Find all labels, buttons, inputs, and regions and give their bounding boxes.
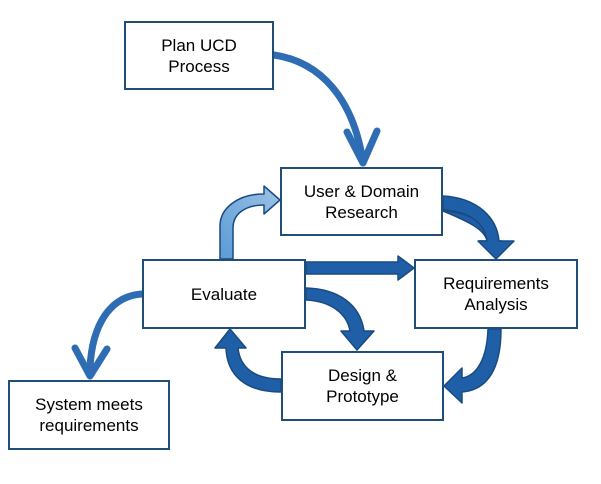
arrow-plan-to-research xyxy=(270,51,381,167)
node-plan-ucd-process: Plan UCD Process xyxy=(124,21,274,90)
arrow-analysis-to-design xyxy=(443,328,502,404)
node-evaluate: Evaluate xyxy=(142,259,306,329)
arrow-evaluate-to-system xyxy=(71,290,146,380)
node-requirements-analysis: Requirements Analysis xyxy=(414,259,578,329)
arrow-evaluate-to-research xyxy=(219,185,281,260)
node-system-meets-requirements: System meets requirements xyxy=(8,380,170,450)
node-plan-label: Plan UCD Process xyxy=(161,35,237,76)
arrow-design-to-evaluate xyxy=(214,328,282,393)
node-evaluate-label: Evaluate xyxy=(190,284,258,304)
node-analysis-label: Requirements Analysis xyxy=(443,274,549,314)
arrow-evaluate-to-analysis xyxy=(305,255,415,281)
node-user-domain-research: User & Domain Research xyxy=(280,167,443,236)
node-research-label: User & Domain Research xyxy=(303,181,420,222)
arrow-evaluate-to-design xyxy=(305,287,375,351)
node-system-label: System meets requirements xyxy=(35,395,143,435)
node-design-label: Design & Prototype xyxy=(326,366,399,406)
node-design-prototype: Design & Prototype xyxy=(281,351,444,421)
arrow-research-to-analysis xyxy=(442,195,515,260)
